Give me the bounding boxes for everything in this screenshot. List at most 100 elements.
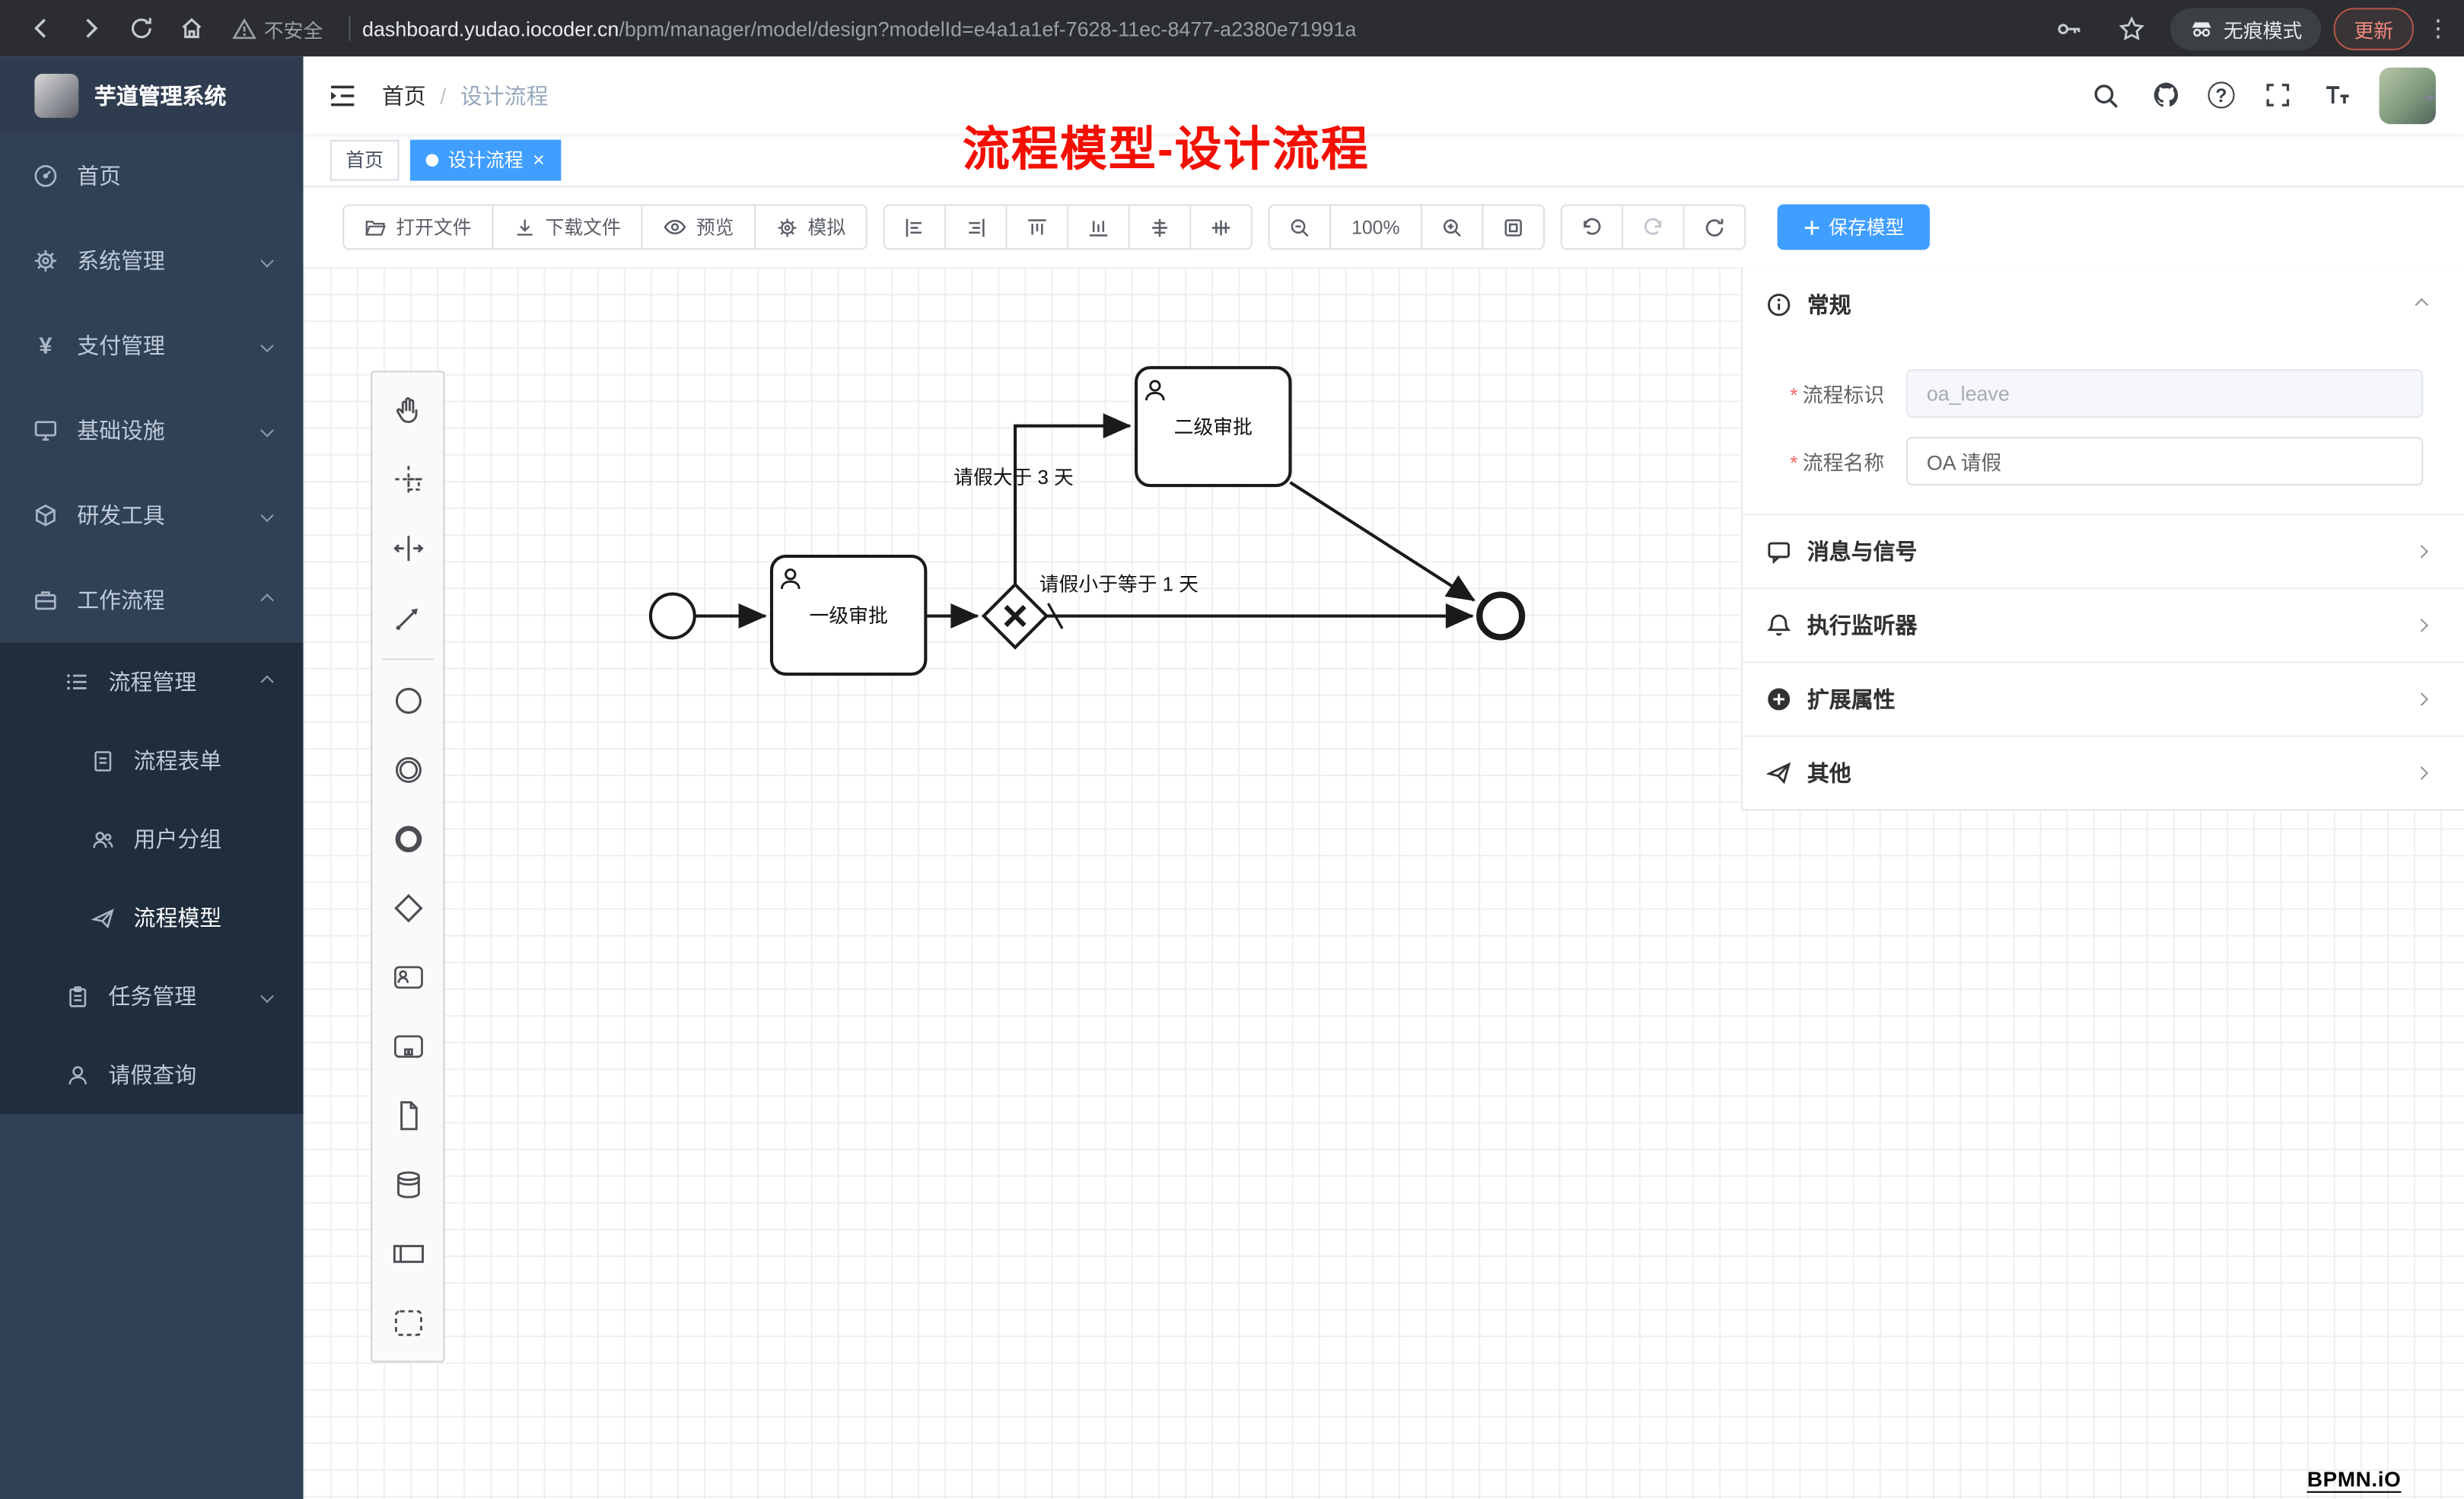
bookmark-star-icon[interactable] xyxy=(2110,6,2154,50)
sidebar-item-process-form[interactable]: 流程表单 xyxy=(0,721,304,800)
zoom-in-button[interactable] xyxy=(1421,204,1483,250)
create-data-store[interactable] xyxy=(372,1151,443,1220)
zoom-level-display[interactable]: 100% xyxy=(1331,204,1422,250)
create-start-event[interactable] xyxy=(372,667,443,736)
url-bar[interactable]: dashboard.yudao.iocoder.cn/bpm/manager/m… xyxy=(362,17,1356,40)
sidebar-item-user-group[interactable]: 用户分组 xyxy=(0,800,304,878)
forward-button[interactable] xyxy=(69,6,113,50)
create-end-event[interactable] xyxy=(372,804,443,874)
help-icon[interactable]: ? xyxy=(2208,81,2235,109)
bpmn-diagram: 一级审批 二级审批 请假大于 3 天 请假小于等于 1 天 xyxy=(648,366,1526,676)
breadcrumb-home[interactable]: 首页 xyxy=(381,82,426,108)
create-subprocess[interactable] xyxy=(372,1012,443,1081)
end-event[interactable] xyxy=(1476,591,1526,641)
password-key-icon[interactable] xyxy=(2048,6,2092,50)
redo-button[interactable] xyxy=(1622,204,1685,250)
update-button[interactable]: 更新 xyxy=(2333,7,2414,50)
start-event[interactable] xyxy=(648,592,696,640)
sidebar-item-home[interactable]: 首页 xyxy=(0,134,304,219)
sidebar-item-task-management[interactable]: 任务管理 xyxy=(0,957,304,1036)
align-top-button[interactable] xyxy=(1007,204,1069,250)
align-center-button[interactable] xyxy=(1129,204,1192,250)
back-button[interactable] xyxy=(19,6,63,50)
open-file-button[interactable]: 打开文件 xyxy=(342,204,494,250)
sidebar-item-leave-query[interactable]: 请假查询 xyxy=(0,1036,304,1114)
align-bottom-button[interactable] xyxy=(1068,204,1130,250)
flow-condition-label[interactable]: 请假小于等于 1 天 xyxy=(1039,573,1199,595)
fullscreen-icon[interactable] xyxy=(2260,78,2294,112)
sidebar-item-infrastructure[interactable]: 基础设施 xyxy=(0,388,304,473)
preview-button[interactable]: 预览 xyxy=(642,204,756,250)
tag-home[interactable]: 首页 xyxy=(329,138,400,180)
global-connect-tool[interactable] xyxy=(372,583,443,652)
create-user-task[interactable] xyxy=(372,943,443,1012)
align-left-button[interactable] xyxy=(883,204,947,250)
space-tool[interactable] xyxy=(372,514,443,583)
zoom-out-button[interactable] xyxy=(1268,204,1332,250)
create-intermediate-event[interactable] xyxy=(372,735,443,804)
sidebar-item-process-management[interactable]: 流程管理 xyxy=(0,643,304,721)
section-messages-signals[interactable]: 消息与信号 xyxy=(1743,514,2464,587)
lasso-tool[interactable] xyxy=(372,444,443,514)
hand-tool[interactable] xyxy=(372,376,443,445)
zoom-reset-button[interactable] xyxy=(1482,204,1545,250)
red-annotation-text: 流程模型-设计流程 xyxy=(962,124,1370,177)
section-title: 消息与信号 xyxy=(1807,539,1918,565)
sidebar-item-devtools[interactable]: 研发工具 xyxy=(0,473,304,559)
sidebar-item-workflow[interactable]: 工作流程 xyxy=(0,558,304,643)
simulate-button[interactable]: 模拟 xyxy=(756,204,868,250)
send-icon xyxy=(1765,761,1793,786)
restart-button[interactable] xyxy=(1684,204,1746,250)
section-general[interactable]: 常规 xyxy=(1743,267,2464,341)
process-key-input[interactable] xyxy=(1905,369,2424,419)
sidebar-collapse-icon[interactable] xyxy=(329,81,357,109)
save-model-button[interactable]: 保存模型 xyxy=(1777,204,1930,250)
reload-button[interactable] xyxy=(119,6,164,50)
tag-design-process[interactable]: 设计流程 × xyxy=(410,138,561,180)
cube-icon xyxy=(31,503,59,528)
process-name-input[interactable] xyxy=(1905,437,2424,486)
align-button-group xyxy=(883,204,1253,250)
security-warning[interactable]: 不安全 xyxy=(232,14,323,43)
avatar-caret-icon xyxy=(2423,94,2436,108)
eye-icon xyxy=(664,219,686,234)
bpmn-canvas[interactable]: 一级审批 二级审批 请假大于 3 天 请假小于等于 1 天 常规 xyxy=(303,267,2464,1499)
task-first-approval[interactable] xyxy=(769,554,928,676)
sidebar-item-payment[interactable]: ¥ 支付管理 xyxy=(0,304,304,389)
align-middle-button[interactable] xyxy=(1191,204,1253,250)
flow-gateway-to-task2[interactable] xyxy=(1013,413,1132,585)
menu-label: 流程管理 xyxy=(108,669,197,695)
sidebar-item-process-model[interactable]: 流程模型 xyxy=(0,878,304,956)
flow-task2-to-end[interactable] xyxy=(1289,481,1476,602)
github-icon[interactable] xyxy=(2148,78,2182,112)
chrome-menu-icon[interactable]: ⋮ xyxy=(2426,15,2452,43)
search-icon[interactable] xyxy=(2089,78,2123,112)
create-gateway[interactable] xyxy=(372,874,443,943)
home-button[interactable] xyxy=(170,6,214,50)
download-file-button[interactable]: 下载文件 xyxy=(493,204,643,250)
create-participant[interactable] xyxy=(372,1220,443,1289)
menu-label: 请假查询 xyxy=(108,1062,197,1088)
app-title: 芋道管理系统 xyxy=(94,82,227,108)
font-size-icon[interactable] xyxy=(2319,78,2354,112)
undo-button[interactable] xyxy=(1560,204,1623,250)
app-logo[interactable]: 芋道管理系统 xyxy=(0,56,304,134)
process-name-label: *流程名称 xyxy=(1790,450,1885,475)
bpmn-io-link[interactable]: BPMN.iO xyxy=(2306,1468,2402,1493)
align-right-button[interactable] xyxy=(946,204,1008,250)
briefcase-icon xyxy=(31,587,59,613)
close-icon[interactable]: × xyxy=(533,148,545,172)
task-second-approval[interactable] xyxy=(1135,366,1292,488)
chevron-down-icon xyxy=(260,508,274,523)
process-key-label: *流程标识 xyxy=(1790,383,1885,407)
section-others[interactable]: 其他 xyxy=(1743,735,2464,809)
flow-condition-label[interactable]: 请假大于 3 天 xyxy=(953,466,1074,489)
message-icon xyxy=(1765,539,1793,565)
sidebar-item-system[interactable]: 系统管理 xyxy=(0,218,304,304)
section-extended-attributes[interactable]: 扩展属性 xyxy=(1743,661,2464,735)
create-data-object[interactable] xyxy=(372,1081,443,1151)
create-group[interactable] xyxy=(372,1288,443,1357)
chevron-down-icon xyxy=(260,424,274,438)
menu-label: 研发工具 xyxy=(77,502,165,528)
section-execution-listeners[interactable]: 执行监听器 xyxy=(1743,587,2464,661)
